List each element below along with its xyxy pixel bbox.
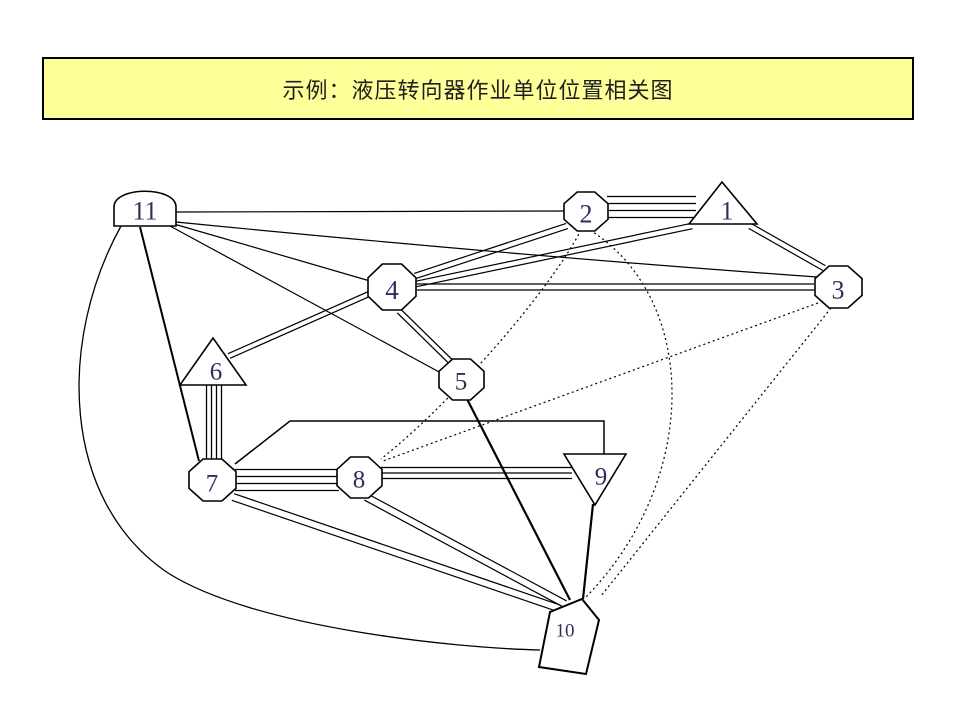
node-9: 9: [562, 453, 628, 507]
edge-4-5: [396, 308, 453, 364]
node-label-4: 4: [385, 275, 399, 305]
node-label-8: 8: [353, 467, 366, 494]
edge-11-10: [78, 225, 541, 651]
node-5: 5: [438, 358, 485, 401]
edge-8-9: [381, 466, 572, 480]
slide-title: 示例：液压转向器作业单位位置相关图: [282, 77, 674, 103]
node-label-9: 9: [595, 464, 608, 491]
node-label-2: 2: [580, 200, 593, 229]
edge-7-10: [231, 493, 560, 612]
edge-9-10: [581, 503, 595, 600]
node-label-5: 5: [455, 369, 468, 396]
node-1: 1: [687, 180, 759, 226]
node-label-11: 11: [132, 197, 157, 226]
edge-2-1: [607, 195, 696, 219]
edge-6-4: [227, 291, 371, 359]
node-2: 2: [563, 191, 609, 232]
node-3: 3: [814, 265, 863, 309]
edge-1-3: [748, 223, 826, 271]
node-label-7: 7: [206, 471, 219, 498]
edge-11-2: [175, 210, 566, 213]
node-11: 11: [113, 190, 177, 227]
edge-3-8: [382, 302, 819, 462]
edge-3-10: [600, 307, 832, 597]
node-label-3: 3: [832, 276, 845, 305]
edge-11-7: [139, 226, 200, 462]
edge-11-5: [169, 225, 442, 374]
node-8: 8: [336, 456, 383, 499]
edge-6-7: [205, 385, 223, 460]
edge-11-4: [173, 223, 371, 282]
edge-7-9: [234, 420, 605, 465]
node-label-6: 6: [210, 359, 223, 386]
node-label-1: 1: [721, 197, 734, 226]
edge-2-10: [585, 229, 673, 598]
edge-2-8: [380, 229, 582, 460]
edge-7-8: [235, 468, 339, 492]
node-4: 4: [367, 263, 417, 311]
node-10: 10: [537, 597, 601, 676]
node-label-10: 10: [556, 621, 575, 642]
edge-11-3: [175, 221, 818, 278]
node-6: 6: [178, 336, 248, 386]
edge-8-10: [364, 493, 567, 608]
edge-5-10: [466, 398, 571, 601]
node-7: 7: [188, 458, 237, 502]
edge-1-4: [415, 222, 693, 288]
edge-4-3: [417, 283, 814, 291]
title-banner: 示例：液压转向器作业单位位置相关图: [42, 57, 914, 120]
edge-2-4: [413, 222, 569, 280]
